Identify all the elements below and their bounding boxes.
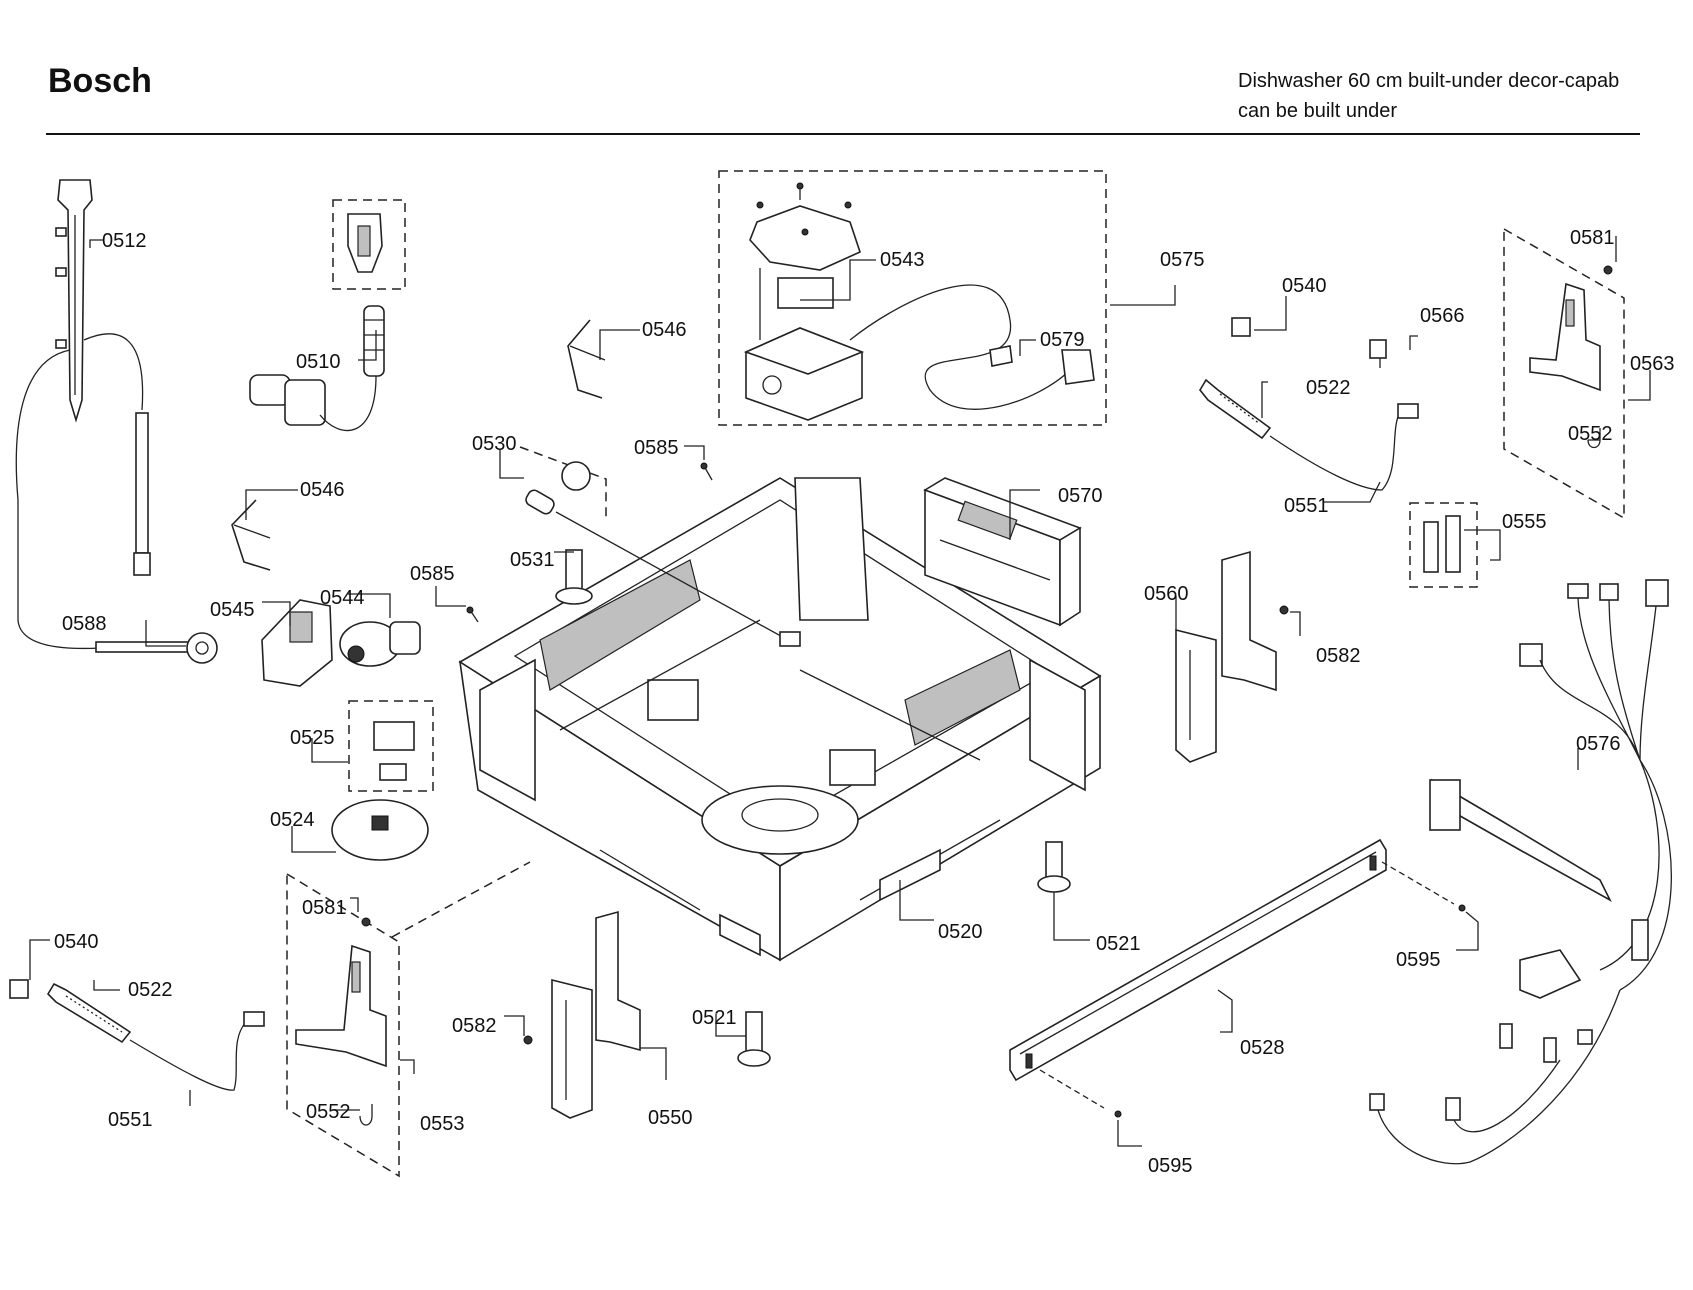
clip-0546-lower — [231, 499, 271, 571]
group-box-0525 — [348, 700, 434, 792]
kickplate-0528 — [1009, 838, 1466, 1118]
callout-0553: 0553 — [420, 1113, 465, 1135]
callout-0522-left: 0522 — [128, 979, 173, 1001]
spring-0522-left — [46, 982, 265, 1091]
callout-0585-upper: 0585 — [634, 437, 679, 459]
control-module-0570 — [923, 477, 1082, 627]
hinge-pin-0540-left — [9, 979, 29, 999]
group-box-0563 — [1503, 227, 1625, 520]
switch-0525 — [373, 721, 415, 781]
callout-0595-left: 0595 — [1148, 1155, 1193, 1177]
callout-0552-upper: 0552 — [1568, 423, 1613, 445]
callout-0521-center: 0521 — [692, 1007, 737, 1029]
hinge-0553 — [295, 917, 387, 1126]
group-box-0553 — [286, 872, 400, 1178]
callout-0581-lower: 0581 — [302, 897, 347, 919]
callout-0585-lower: 0585 — [410, 563, 455, 585]
callout-0522-right: 0522 — [1306, 377, 1351, 399]
callout-0550: 0550 — [648, 1107, 693, 1129]
callout-0581-upper: 0581 — [1570, 227, 1615, 249]
pump-housing-0575 — [743, 284, 1095, 421]
callout-0546-lower: 0546 — [300, 479, 345, 501]
assembly-line-0524 — [391, 861, 531, 938]
spring-0522-right — [1199, 378, 1419, 491]
callout-0512: 0512 — [102, 230, 147, 252]
callout-0540-left: 0540 — [54, 931, 99, 953]
callout-0544: 0544 — [320, 587, 365, 609]
callout-0510: 0510 — [296, 351, 341, 373]
foot-0531 — [555, 549, 593, 605]
callout-0521-right: 0521 — [1096, 933, 1141, 955]
callout-0524: 0524 — [270, 809, 315, 831]
callout-0575: 0575 — [1160, 249, 1205, 271]
pump-motor-0544 — [339, 621, 421, 667]
callout-0582-center: 0582 — [452, 1015, 497, 1037]
bracket-0545 — [261, 599, 333, 687]
callout-0520: 0520 — [938, 921, 983, 943]
leader-lines — [29, 236, 1651, 1147]
callout-0560: 0560 — [1144, 583, 1189, 605]
screw-0585-upper — [700, 462, 713, 481]
callout-0582-right: 0582 — [1316, 645, 1361, 667]
hinge-0563 — [1529, 265, 1613, 449]
callout-0530: 0530 — [472, 433, 517, 455]
callout-0566: 0566 — [1420, 305, 1465, 327]
base-frame-0520 — [458, 477, 1102, 962]
tube-0588 — [95, 632, 218, 664]
foot-0521-right — [1037, 841, 1071, 893]
callout-0552-lower: 0552 — [306, 1101, 351, 1123]
hinge-0560 — [1175, 550, 1289, 763]
screw-0585-lower — [466, 606, 479, 623]
callout-0546-upper: 0546 — [642, 319, 687, 341]
spray-arm-0512 — [15, 179, 151, 650]
hinge-0550 — [523, 910, 641, 1119]
pump-cover-0543 — [749, 182, 861, 340]
callout-0563: 0563 — [1630, 353, 1675, 375]
clip-0546-upper — [567, 319, 606, 399]
callout-0545: 0545 — [210, 599, 255, 621]
callout-0543: 0543 — [880, 249, 925, 271]
sensor-0530 — [525, 461, 801, 647]
brand-name: Bosch — [48, 62, 152, 100]
callout-0525: 0525 — [290, 727, 335, 749]
header-divider — [46, 133, 1640, 135]
model-description-line-1: Dishwasher 60 cm built-under decor-capab — [1238, 70, 1620, 92]
group-box-0510 — [332, 199, 406, 290]
group-box-0530 — [519, 446, 607, 520]
float-0524 — [331, 799, 429, 861]
callout-0540-right: 0540 — [1282, 275, 1327, 297]
hinge-pin-0540-right — [1231, 317, 1251, 337]
callout-0528: 0528 — [1240, 1037, 1285, 1059]
callout-0555: 0555 — [1502, 511, 1547, 533]
wire-harness-0576 — [1369, 579, 1672, 1165]
model-description: Dishwasher 60 cm built-under decor-capab… — [1238, 66, 1619, 126]
foot-0521-center — [737, 1011, 771, 1067]
callout-0551-left: 0551 — [108, 1109, 153, 1131]
clips-0555 — [1423, 515, 1461, 573]
model-description-line-2: can be built under — [1238, 100, 1398, 122]
group-box-0555 — [1409, 502, 1478, 588]
sensor-0566 — [1369, 339, 1387, 368]
callout-0579: 0579 — [1040, 329, 1085, 351]
callout-0531: 0531 — [510, 549, 555, 571]
callout-0551-right: 0551 — [1284, 495, 1329, 517]
valve-0510 — [249, 213, 385, 432]
group-box-0575 — [718, 170, 1107, 426]
callout-0570: 0570 — [1058, 485, 1103, 507]
callout-0595-right: 0595 — [1396, 949, 1441, 971]
callout-0576: 0576 — [1576, 733, 1621, 755]
callout-0588: 0588 — [62, 613, 107, 635]
